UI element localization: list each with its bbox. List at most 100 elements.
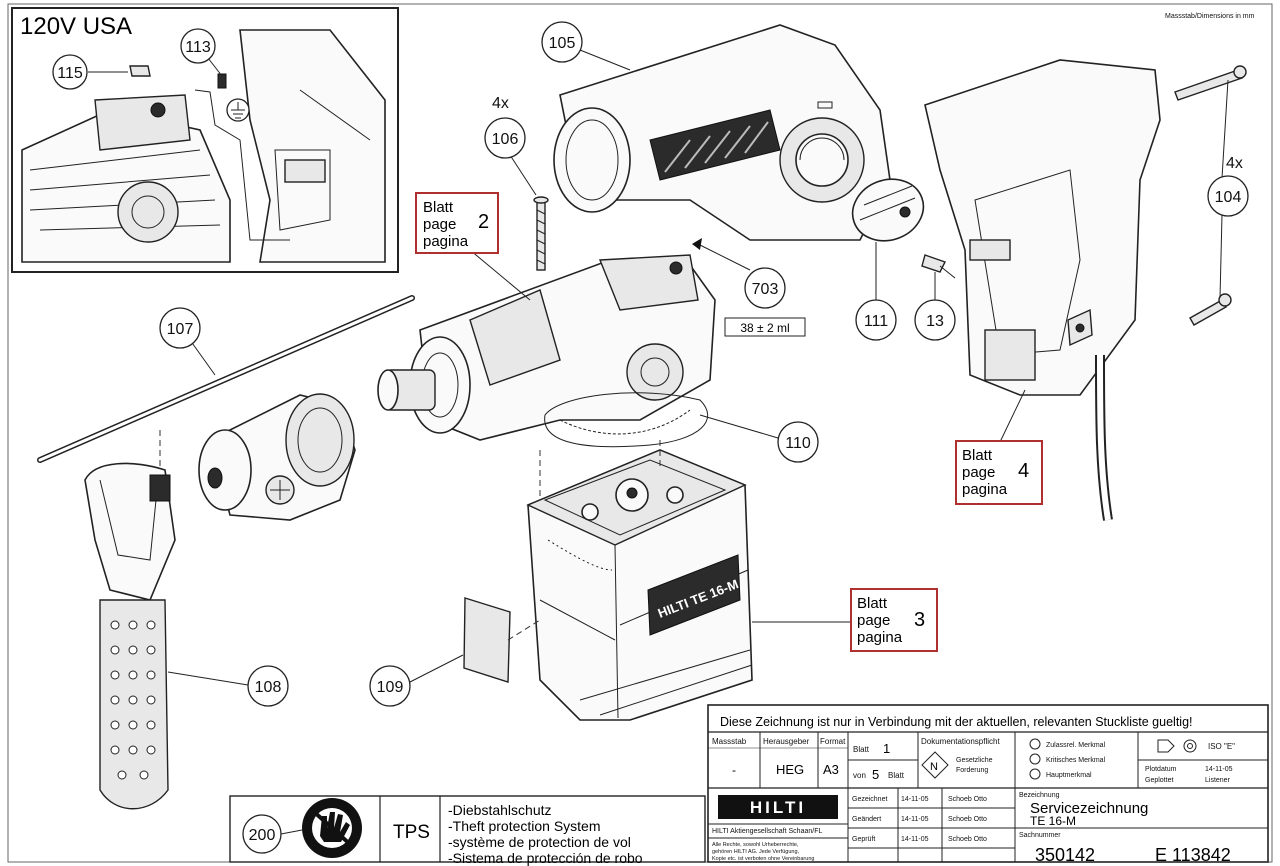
selector-knob (851, 178, 925, 242)
title-block: Diese Zeichnung ist nur in Verbindung mi… (707, 704, 1269, 865)
callout-111 (855, 299, 897, 341)
front-housing-opening (553, 107, 631, 213)
page-ref-3-w2: page (857, 612, 890, 629)
merk-2: Kritisches Merkmal (1046, 757, 1106, 764)
callout-111-label: 111 (864, 313, 888, 330)
side-handle-screw (149, 474, 171, 502)
callout-106-qty: 4x (492, 95, 509, 112)
tps-line-3: -système de protection de vol (448, 834, 631, 850)
page-ref-2: Blatt page pagina 2 (415, 192, 531, 301)
handle-housing (924, 59, 1161, 396)
company-name: HILTI Aktiengesellschaft Schaan/FL (712, 828, 822, 835)
page-ref-3-num: 3 (914, 609, 925, 631)
page-ref-4-w3: pagina (962, 481, 1008, 498)
page-ref-2-w2: page (423, 216, 456, 233)
doku-header: Dokumentationspflicht (921, 737, 1000, 746)
screw-106: 4x 106 (484, 95, 549, 271)
callout-105 (541, 21, 583, 63)
page-ref-4-num: 4 (1018, 460, 1029, 482)
iso-label: ISO "E" (1208, 742, 1235, 751)
doku-n: N (930, 761, 938, 773)
merk-3: Hauptmerkmal (1046, 772, 1092, 779)
inset-120v: 120V USA 113 115 (11, 7, 399, 273)
vent-grille (649, 109, 781, 181)
bezeichnung-line-1: Servicezeichnung (1030, 800, 1148, 817)
row-geprueft-label: Geprüft (852, 836, 875, 843)
callout-108-label: 108 (255, 679, 282, 696)
callout-107 (159, 307, 201, 349)
plotdatum-value: 14-11-05 (1205, 766, 1233, 773)
rights-line-3: Kopie etc. ist verboten ohne Vereinbarun… (712, 856, 814, 862)
page-ref-3-w3: pagina (857, 629, 903, 646)
sticker-109: 109 (369, 597, 541, 707)
blatt-label: Blatt (853, 745, 870, 754)
side-handle-108: 108 (84, 430, 289, 810)
knob-111: 111 (851, 178, 925, 341)
row-gezeichnet-label: Gezeichnet (852, 796, 887, 803)
von-label: von (853, 771, 866, 780)
callout-109-label: 109 (377, 679, 404, 696)
callout-105-label: 105 (549, 35, 576, 52)
hilti-logo-plate (718, 795, 838, 819)
herausgeber-header: Herausgeber (763, 737, 810, 746)
trigger-switch (969, 239, 1011, 261)
row-geprueft-name: Schoeb Otto (948, 836, 987, 843)
massstab-value: - (732, 763, 736, 777)
row-geaendert-name: Schoeb Otto (948, 816, 987, 823)
chuck-nose (198, 429, 252, 511)
callout-106 (484, 117, 526, 159)
header-note: Massstab/Dimensions in mm (1165, 13, 1255, 20)
chuck-ring (285, 393, 355, 487)
callout-106-label: 106 (492, 131, 519, 148)
handle-assembly: 4x 104 (924, 59, 1249, 521)
inset-bearing (117, 181, 179, 243)
grease-qty-box (724, 317, 806, 337)
page-ref-2-num: 2 (478, 211, 489, 233)
page-ref-2-w1: Blatt (423, 199, 454, 216)
inset-title: 120V USA (20, 13, 132, 40)
clip-115 (129, 65, 151, 77)
page-ref-3: Blatt page pagina 3 (752, 588, 938, 652)
row-gezeichnet-name: Schoeb Otto (948, 796, 987, 803)
callout-115 (52, 54, 88, 90)
row-gezeichnet-date: 14-11-05 (901, 796, 929, 803)
cylinder-cover (469, 289, 561, 386)
tps-line-2: -Theft protection System (448, 818, 601, 834)
callout-108 (247, 665, 289, 707)
callout-104 (1207, 175, 1249, 217)
sachnummer-header: Sachnummer (1019, 832, 1061, 839)
page-ref-4-w1: Blatt (962, 447, 993, 464)
callout-200-label: 200 (249, 827, 276, 844)
von-value: 5 (872, 767, 879, 782)
page-ref-3-w1: Blatt (857, 595, 888, 612)
hilti-logo: HILTI (750, 798, 806, 817)
callout-703 (744, 267, 786, 309)
bezeichnung-header: Bezeichnung (1019, 792, 1060, 799)
title-notice: Diese Zeichnung ist nur in Verbindung mi… (720, 715, 1193, 729)
gasket-110 (544, 392, 709, 448)
callout-113 (180, 28, 216, 64)
callout-703-label: 703 (752, 281, 779, 298)
page-ref-4: Blatt page pagina 4 (955, 389, 1043, 505)
screw-113 (217, 73, 227, 89)
format-value: A3 (823, 762, 839, 777)
motor-housing: HILTI TE 16-M (526, 440, 753, 721)
callout-110-label: 110 (785, 435, 811, 452)
chuck-assembly (198, 393, 356, 521)
inset-switch (284, 159, 326, 183)
doku-text-2: Forderung (956, 767, 988, 774)
doku-diamond (921, 751, 949, 779)
bezeichnung-line-2: TE 16-M (1030, 814, 1076, 828)
geplottet-label: Geplottet (1145, 777, 1173, 784)
tps-label: TPS (393, 822, 430, 843)
screw-13: 13 (914, 254, 956, 341)
switch-block (984, 329, 1036, 381)
callout-115-label: 115 (57, 65, 83, 82)
merk-1: Zulassrel. Merkmal (1046, 742, 1106, 749)
format-header: Format (820, 737, 846, 746)
plotdatum-label: Plotdatum (1145, 766, 1177, 773)
tps-line-4: -Sistema de protección de robo (448, 850, 643, 866)
callout-703-qty: 38 ± 2 ml (740, 321, 789, 335)
rights-line-1: Alle Rechte, sowohl Urheberrechte, (712, 842, 799, 848)
